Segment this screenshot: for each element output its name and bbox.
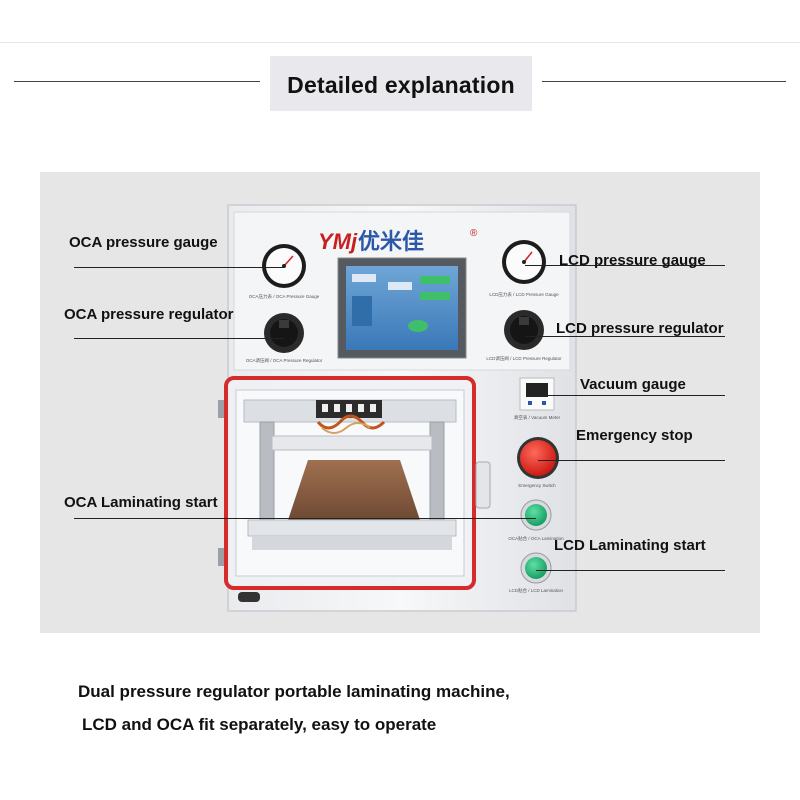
callout-lcd-pressure-gauge: LCD pressure gauge <box>559 252 706 269</box>
callout-vacuum-gauge: Vacuum gauge <box>580 376 686 393</box>
touch-screen <box>337 257 467 359</box>
callout-line-lcd-start <box>536 570 725 571</box>
oca-pressure-gauge-icon <box>262 244 306 288</box>
callout-line-oca-regulator <box>74 338 284 339</box>
lcd-regulator-knob-icon <box>504 310 544 350</box>
oca-regulator-knob-icon <box>264 313 304 353</box>
emergency-switch-caption: Emergency Switch <box>518 483 556 488</box>
page-title: Detailed explanation <box>287 72 515 98</box>
top-divider <box>0 42 800 43</box>
callout-lcd-pressure-regulator: LCD pressure regulator <box>556 320 724 337</box>
callout-line-oca-gauge <box>74 267 284 268</box>
lcd-regulator-caption: LCD调压阀 / LCD Pressure Regulator <box>486 355 562 362</box>
caption-line-2: LCD and OCA fit separately, easy to oper… <box>82 715 437 734</box>
callout-line-vacuum-gauge <box>538 395 725 396</box>
brand-logo: YMj <box>318 229 358 254</box>
lcd-gauge-caption: LCD压力表 / LCD Pressure Gauge <box>489 291 559 298</box>
vacuum-meter-caption: 真空表 / Vacuum Meter <box>514 414 561 421</box>
vacuum-meter-icon <box>519 377 555 411</box>
callout-oca-pressure-gauge: OCA pressure gauge <box>69 234 218 251</box>
callout-line-oca-start <box>74 518 536 519</box>
callout-line-lcd-regulator <box>525 336 725 337</box>
lamination-chamber <box>218 376 491 590</box>
lcd-pressure-gauge-icon <box>502 240 546 284</box>
header-box <box>270 56 532 111</box>
emergency-stop-button-icon <box>517 437 559 479</box>
oca-regulator-caption: OCA调压阀 / OCA Pressure Regulator <box>246 357 323 364</box>
brand-name: 优米佳 <box>358 229 424 254</box>
lcd-lamination-button-icon <box>520 552 552 584</box>
machine-foot <box>238 592 260 602</box>
registered-mark: ® <box>470 228 478 239</box>
callout-line-emergency-stop <box>538 460 725 461</box>
header-rule-left <box>14 81 260 82</box>
callout-lcd-laminating-start: LCD Laminating start <box>554 537 706 554</box>
caption-line-1: Dual pressure regulator portable laminat… <box>78 682 510 701</box>
callout-emergency-stop: Emergency stop <box>576 427 693 444</box>
header-rule-right <box>542 81 786 82</box>
lcd-button-caption: LCD贴合 / LCD Lamination <box>509 587 564 594</box>
oca-button-caption: OCA贴合 / OCA Lamination <box>508 535 564 542</box>
oca-lamination-button-icon <box>520 499 552 531</box>
callout-line-lcd-gauge <box>525 265 725 266</box>
oca-gauge-caption: OCA压力表 / OCA Pressure Gauge <box>249 293 320 300</box>
callout-oca-laminating-start: OCA Laminating start <box>64 494 218 511</box>
callout-oca-pressure-regulator: OCA pressure regulator <box>64 306 234 323</box>
